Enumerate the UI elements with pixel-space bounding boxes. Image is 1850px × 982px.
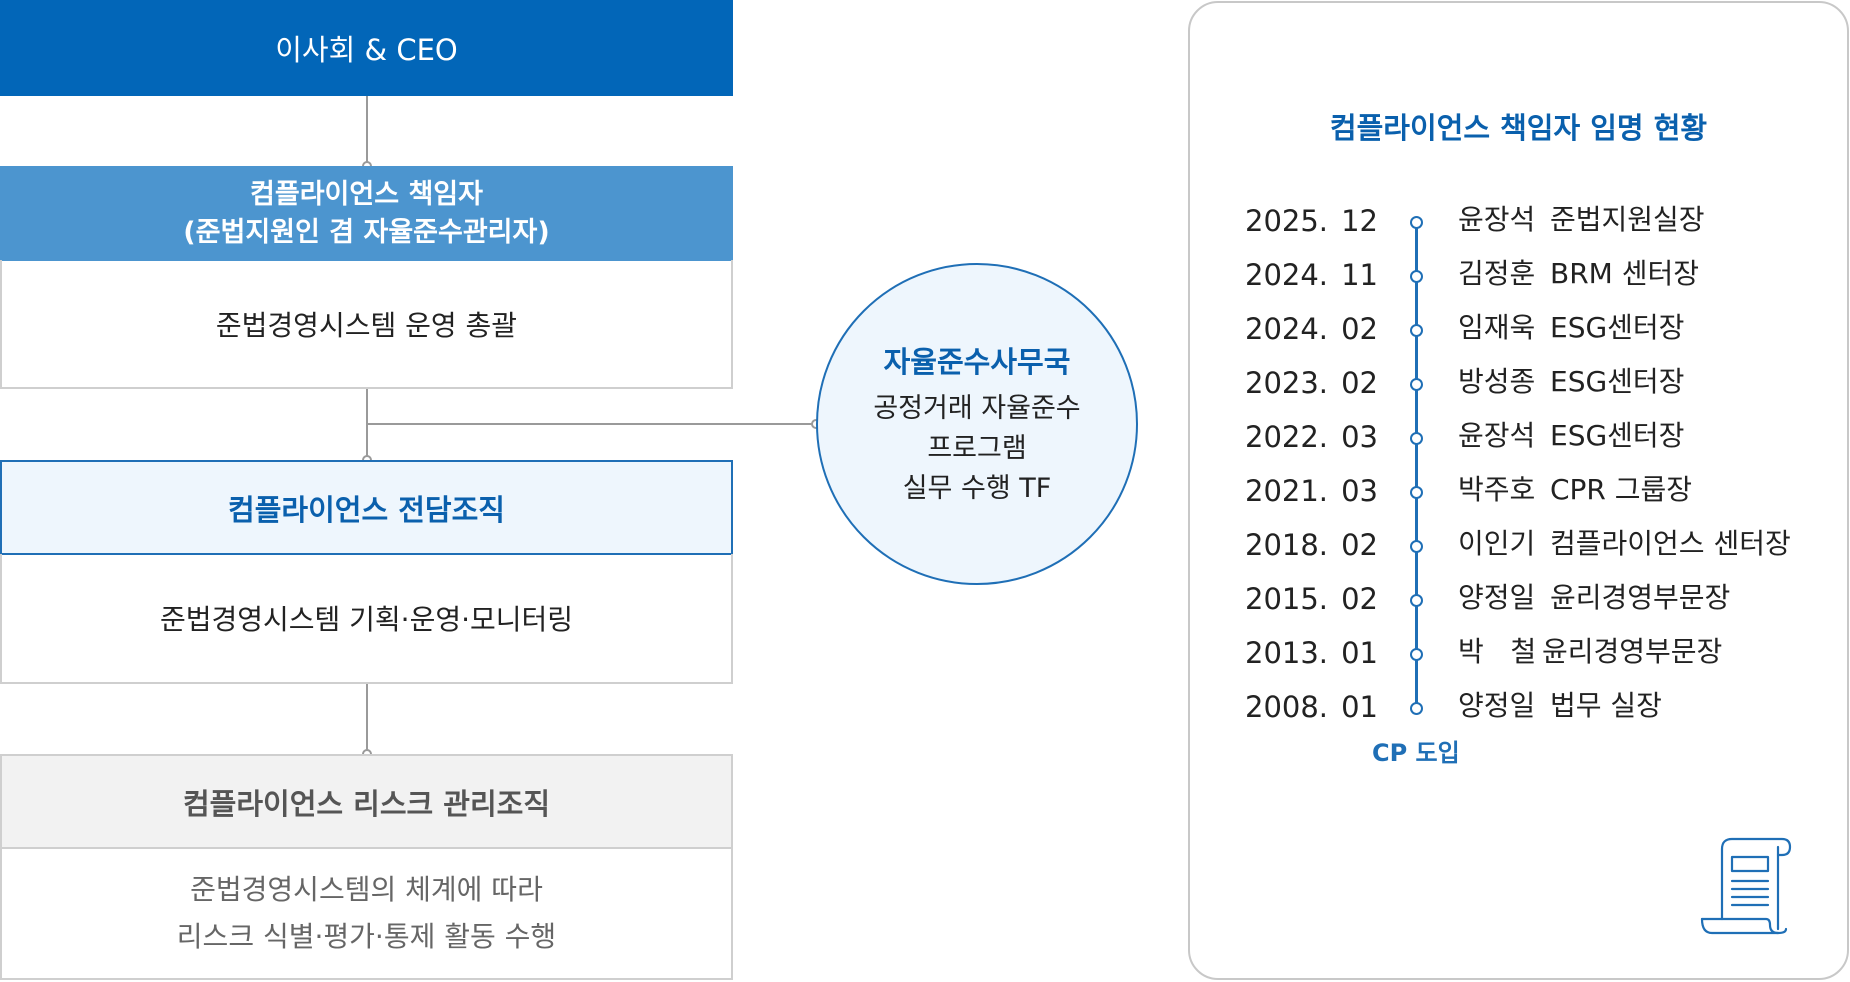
ceo-box: 이사회 & CEO (0, 0, 733, 96)
dedicated-org-box: 컴플라이언스 전담조직 (0, 460, 733, 555)
timeline-month: 01 (1341, 690, 1378, 724)
compliance-officer-box: 컴플라이언스 책임자 (준법지원인 겸 자율준수관리자) (0, 166, 733, 261)
dedicated-duty-box: 준법경영시스템 기획·운영·모니터링 (0, 554, 733, 684)
appointment-panel: 컴플라이언스 책임자 임명 현황 2025. 12 윤장석 준법지원실장 202… (1188, 1, 1849, 980)
timeline-row: 2025. 12 윤장석 준법지원실장 (1190, 203, 1847, 244)
timeline-dot (1410, 648, 1423, 661)
timeline-year: 2008. (1245, 690, 1329, 724)
timeline-role: BRM 센터장 (1550, 257, 1700, 290)
timeline-row: 2024. 11 김정훈 BRM 센터장 (1190, 257, 1847, 298)
timeline-year: 2013. (1245, 636, 1329, 670)
secretariat-line: 공정거래 자율준수 (873, 393, 1081, 424)
timeline-role: 윤리경영부문장 (1542, 635, 1723, 668)
cp-introduction-label: CP 도입 (1372, 739, 1460, 767)
timeline-line (1415, 221, 1418, 711)
timeline-dot (1410, 540, 1423, 553)
timeline-month: 02 (1341, 582, 1378, 616)
secretariat-title: 자율준수사무국 (883, 345, 1071, 379)
timeline-dot (1410, 594, 1423, 607)
timeline-row: 2022. 03 윤장석 ESG센터장 (1190, 419, 1847, 460)
document-scroll-icon (1700, 837, 1792, 935)
timeline-dot (1410, 486, 1423, 499)
timeline-name: 양정일 (1458, 581, 1536, 614)
timeline-year: 2018. (1245, 528, 1329, 562)
timeline-year: 2022. (1245, 420, 1329, 454)
timeline-role: ESG센터장 (1550, 311, 1685, 344)
connector-line-to-secretariat (366, 423, 816, 425)
timeline-dot (1410, 432, 1423, 445)
dedicated-org-title: 컴플라이언스 전담조직 (228, 492, 505, 527)
timeline-year: 2015. (1245, 582, 1329, 616)
timeline-role: ESG센터장 (1550, 365, 1685, 398)
timeline-name: 김정훈 (1458, 257, 1536, 290)
timeline-role: 준법지원실장 (1550, 203, 1705, 236)
timeline-name: 박 철 (1458, 635, 1537, 668)
timeline-month: 01 (1341, 636, 1378, 670)
timeline-month: 12 (1341, 204, 1378, 238)
timeline-row: 2015. 02 양정일 윤리경영부문장 (1190, 581, 1847, 622)
timeline-role: 컴플라이언스 센터장 (1550, 527, 1791, 560)
secretariat-circle: 자율준수사무국 공정거래 자율준수 프로그램 실무 수행 TF (816, 263, 1138, 585)
timeline-name: 양정일 (1458, 689, 1536, 722)
timeline-name: 박주호 (1458, 473, 1536, 506)
timeline-month: 02 (1341, 528, 1378, 562)
risk-duty-line: 리스크 식별·평가·통제 활동 수행 (176, 920, 557, 953)
timeline-dot (1410, 378, 1423, 391)
timeline-dot (1410, 702, 1423, 715)
timeline-role: 법무 실장 (1550, 689, 1662, 722)
timeline-year: 2025. (1245, 204, 1329, 238)
connector-line (366, 684, 368, 754)
dedicated-duty-text: 준법경영시스템 기획·운영·모니터링 (159, 603, 574, 636)
timeline-year: 2024. (1245, 258, 1329, 292)
risk-org-box: 컴플라이언스 리스크 관리조직 (0, 754, 733, 849)
timeline-row: 2013. 01 박 철 윤리경영부문장 (1190, 635, 1847, 676)
timeline-role: ESG센터장 (1550, 419, 1685, 452)
timeline-name: 임재욱 (1458, 311, 1536, 344)
timeline-name: 윤장석 (1458, 203, 1536, 236)
timeline-month: 03 (1341, 474, 1378, 508)
ceo-label: 이사회 & CEO (275, 33, 458, 67)
timeline-month: 11 (1341, 258, 1378, 292)
officer-title: 컴플라이언스 책임자 (250, 178, 483, 210)
risk-duty-box: 준법경영시스템의 체계에 따라 리스크 식별·평가·통제 활동 수행 (0, 848, 733, 980)
secretariat-line: 실무 수행 TF (902, 473, 1052, 504)
timeline-row: 2023. 02 방성종 ESG센터장 (1190, 365, 1847, 406)
timeline-name: 이인기 (1458, 527, 1536, 560)
timeline-month: 03 (1341, 420, 1378, 454)
timeline-row: 2018. 02 이인기 컴플라이언스 센터장 (1190, 527, 1847, 568)
timeline-year: 2021. (1245, 474, 1329, 508)
timeline-year: 2023. (1245, 366, 1329, 400)
appointment-panel-title: 컴플라이언스 책임자 임명 현황 (1329, 111, 1708, 145)
risk-org-title: 컴플라이언스 리스크 관리조직 (182, 786, 551, 821)
timeline-name: 방성종 (1458, 365, 1536, 398)
timeline-row: 2024. 02 임재욱 ESG센터장 (1190, 311, 1847, 352)
timeline-dot (1410, 216, 1423, 229)
officer-subtitle: (준법지원인 겸 자율준수관리자) (183, 216, 550, 248)
officer-duty-box: 준법경영시스템 운영 총괄 (0, 260, 733, 389)
timeline-row: 2008. 01 양정일 법무 실장 (1190, 689, 1847, 730)
timeline-role: CPR 그룹장 (1550, 473, 1693, 506)
risk-duty-line: 준법경영시스템의 체계에 따라 (190, 873, 543, 906)
timeline-year: 2024. (1245, 312, 1329, 346)
connector-line (366, 96, 368, 166)
secretariat-line: 프로그램 (927, 433, 1027, 464)
timeline-month: 02 (1341, 366, 1378, 400)
officer-duty-text: 준법경영시스템 운영 총괄 (215, 308, 518, 342)
timeline-dot (1410, 324, 1423, 337)
timeline-dot (1410, 270, 1423, 283)
timeline-row: 2021. 03 박주호 CPR 그룹장 (1190, 473, 1847, 514)
timeline-name: 윤장석 (1458, 419, 1536, 452)
timeline-role: 윤리경영부문장 (1550, 581, 1731, 614)
timeline-month: 02 (1341, 312, 1378, 346)
